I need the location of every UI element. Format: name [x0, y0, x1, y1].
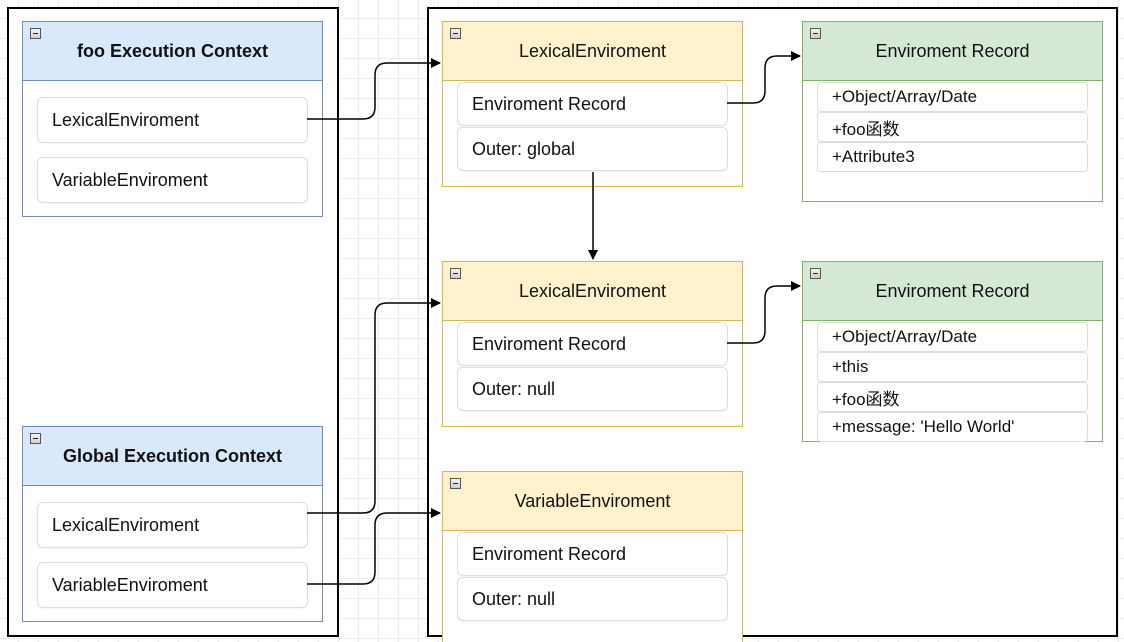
foo-environment-record[interactable]: Enviroment Record +Object/Array/Date +fo…: [802, 21, 1103, 202]
foo-environment-record-title: Enviroment Record: [803, 22, 1102, 81]
record-row[interactable]: +foo函数: [817, 112, 1088, 142]
global-variable-environment[interactable]: VariableEnviroment Enviroment Record Out…: [442, 471, 743, 642]
record-row[interactable]: +Attribute3: [817, 142, 1088, 172]
collapse-icon[interactable]: [450, 28, 461, 39]
global-lexical-environment-item[interactable]: LexicalEnviroment: [37, 502, 308, 548]
foo-outer-item[interactable]: Outer: global: [457, 127, 728, 171]
collapse-icon[interactable]: [450, 478, 461, 489]
global-variable-environment-item[interactable]: VariableEnviroment: [37, 562, 308, 608]
foo-variable-environment-item[interactable]: VariableEnviroment: [37, 157, 308, 203]
global-environment-record[interactable]: Enviroment Record +Object/Array/Date +th…: [802, 261, 1103, 442]
collapse-icon[interactable]: [450, 268, 461, 279]
record-row[interactable]: +message: 'Hello World': [817, 412, 1088, 442]
foo-environment-record-item[interactable]: Enviroment Record: [457, 82, 728, 126]
global-execution-context[interactable]: Global Execution Context LexicalEnvirome…: [22, 426, 323, 622]
collapse-icon[interactable]: [30, 433, 41, 444]
global-execution-context-title: Global Execution Context: [23, 427, 322, 486]
global-lexical-environment[interactable]: LexicalEnviroment Enviroment Record Oute…: [442, 261, 743, 427]
global-variable-environment-title: VariableEnviroment: [443, 472, 742, 531]
record-row[interactable]: +Object/Array/Date: [817, 82, 1088, 112]
record-row[interactable]: +foo函数: [817, 382, 1088, 412]
variable-outer-item[interactable]: Outer: null: [457, 577, 728, 621]
global-environment-record-item[interactable]: Enviroment Record: [457, 322, 728, 366]
global-environment-record-title: Enviroment Record: [803, 262, 1102, 321]
global-outer-item[interactable]: Outer: null: [457, 367, 728, 411]
collapse-icon[interactable]: [30, 28, 41, 39]
variable-environment-record-item[interactable]: Enviroment Record: [457, 532, 728, 576]
foo-execution-context-title: foo Execution Context: [23, 22, 322, 81]
foo-lexical-environment[interactable]: LexicalEnviroment Enviroment Record Oute…: [442, 21, 743, 187]
record-row[interactable]: +Object/Array/Date: [817, 322, 1088, 352]
record-row[interactable]: +this: [817, 352, 1088, 382]
foo-lexical-environment-title: LexicalEnviroment: [443, 22, 742, 81]
collapse-icon[interactable]: [810, 28, 821, 39]
collapse-icon[interactable]: [810, 268, 821, 279]
global-lexical-environment-title: LexicalEnviroment: [443, 262, 742, 321]
foo-lexical-environment-item[interactable]: LexicalEnviroment: [37, 97, 308, 143]
foo-execution-context[interactable]: foo Execution Context LexicalEnviroment …: [22, 21, 323, 217]
